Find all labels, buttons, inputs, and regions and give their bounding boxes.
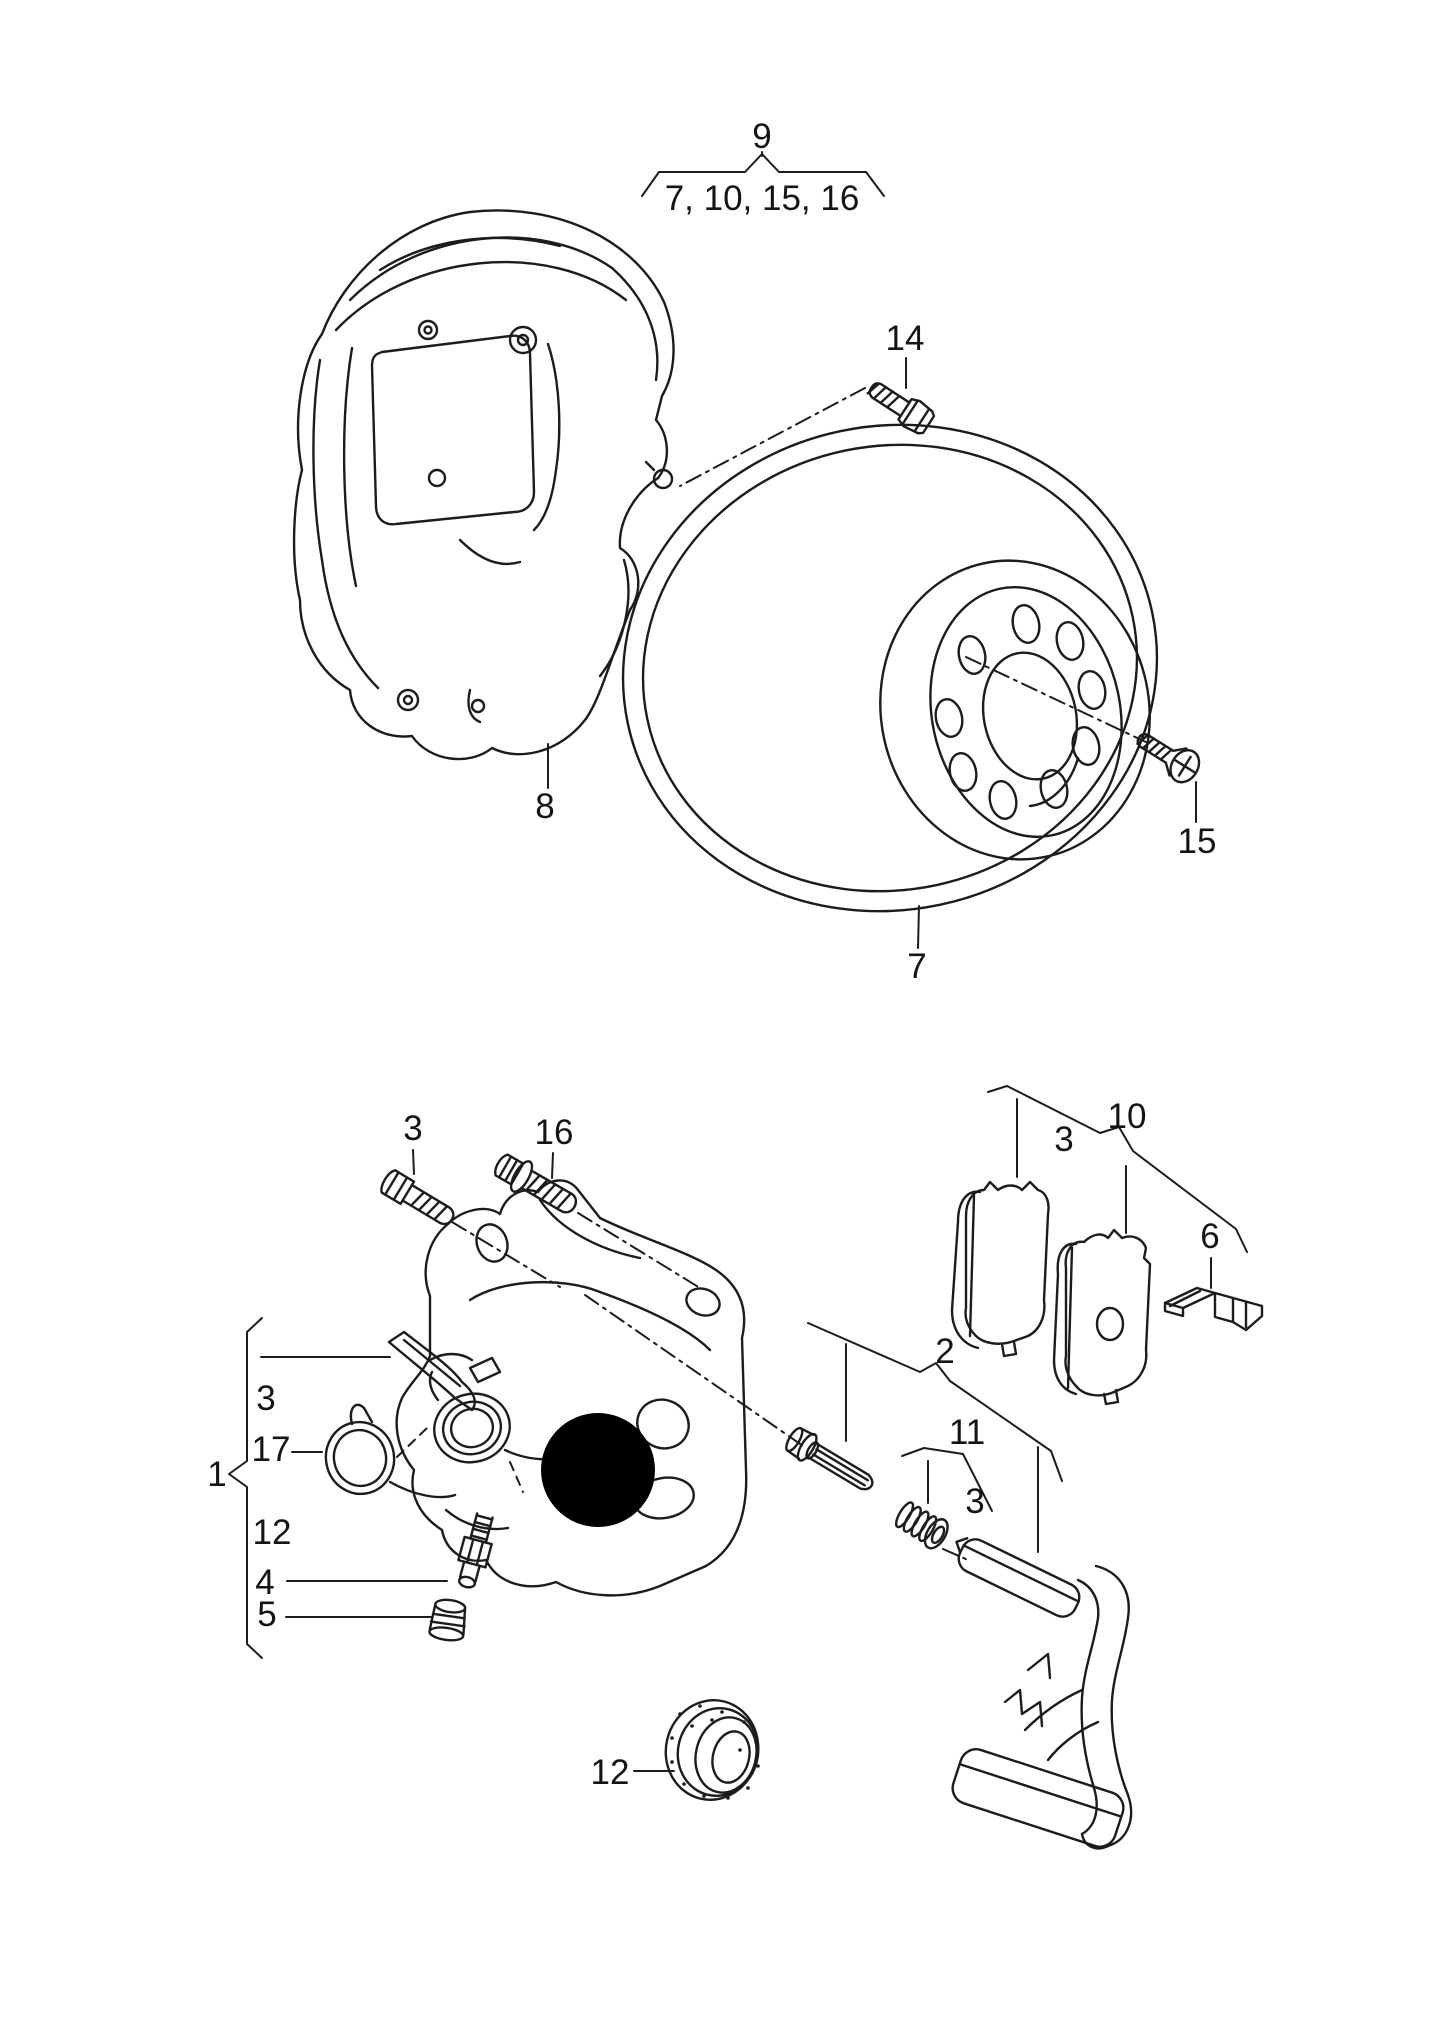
callout-17[interactable]: 17	[252, 1430, 291, 1469]
disc-screw-15-drawing	[1136, 732, 1201, 784]
callout-3-bolt-left[interactable]: 3	[403, 1109, 422, 1148]
seal-texture-dots	[670, 1704, 760, 1800]
backing-plate-drawing	[292, 209, 675, 761]
callout-group-items[interactable]: 7, 10, 15, 16	[665, 179, 860, 218]
wheel-bolt-holes	[934, 604, 1107, 820]
callout-16[interactable]: 16	[535, 1113, 574, 1152]
callout-2[interactable]: 2	[935, 1332, 954, 1371]
hex-bolt-14-drawing	[866, 382, 936, 435]
leader-lines	[228, 151, 1248, 1772]
callout-12-kit[interactable]: 12	[253, 1513, 292, 1552]
callout-3-sleeve[interactable]: 3	[965, 1482, 984, 1521]
retaining-clip-drawing	[1163, 1286, 1264, 1332]
caliper-bolt-3-drawing	[380, 1169, 455, 1226]
callout-4[interactable]: 4	[255, 1563, 274, 1602]
axis-lines	[396, 387, 1151, 1561]
redaction-dot	[541, 1413, 655, 1527]
seal-ring-drawing	[664, 1699, 760, 1801]
callout-5[interactable]: 5	[257, 1595, 276, 1634]
bolt-hole	[652, 468, 674, 490]
guide-pin-drawing	[785, 1426, 874, 1491]
callout-8[interactable]: 8	[535, 787, 554, 826]
callout-10[interactable]: 10	[1108, 1097, 1147, 1136]
callout-3-lever[interactable]: 3	[256, 1379, 275, 1418]
dust-cap-drawing	[428, 1598, 467, 1642]
guide-sleeve-drawing	[894, 1501, 949, 1550]
callout-3-pad[interactable]: 3	[1054, 1120, 1073, 1159]
brake-pad-inner-drawing	[950, 1180, 1050, 1358]
caliper-bolt-16-drawing	[494, 1153, 578, 1214]
callout-group-9[interactable]: 9	[752, 117, 771, 156]
callout-1[interactable]: 1	[207, 1455, 226, 1494]
callout-15[interactable]: 15	[1178, 822, 1217, 861]
brake-pad-outer-drawing	[1052, 1228, 1152, 1406]
spring-17-drawing	[324, 1403, 457, 1499]
callout-11[interactable]: 11	[949, 1413, 985, 1452]
callout-7[interactable]: 7	[907, 947, 926, 986]
callout-labels: 9 7, 10, 15, 16 14 8 7 15 3 16 10 3 6 2 …	[207, 117, 1219, 1792]
carrier-drawing	[951, 1537, 1133, 1850]
callout-14[interactable]: 14	[886, 319, 925, 358]
callout-12-seal[interactable]: 12	[591, 1753, 630, 1792]
callout-6[interactable]: 6	[1200, 1217, 1219, 1256]
bleeder-valve-drawing	[457, 1512, 494, 1589]
caliper-housing-drawing	[387, 1179, 748, 1597]
center-bore	[981, 651, 1079, 781]
brake-disc-drawing	[621, 423, 1159, 913]
